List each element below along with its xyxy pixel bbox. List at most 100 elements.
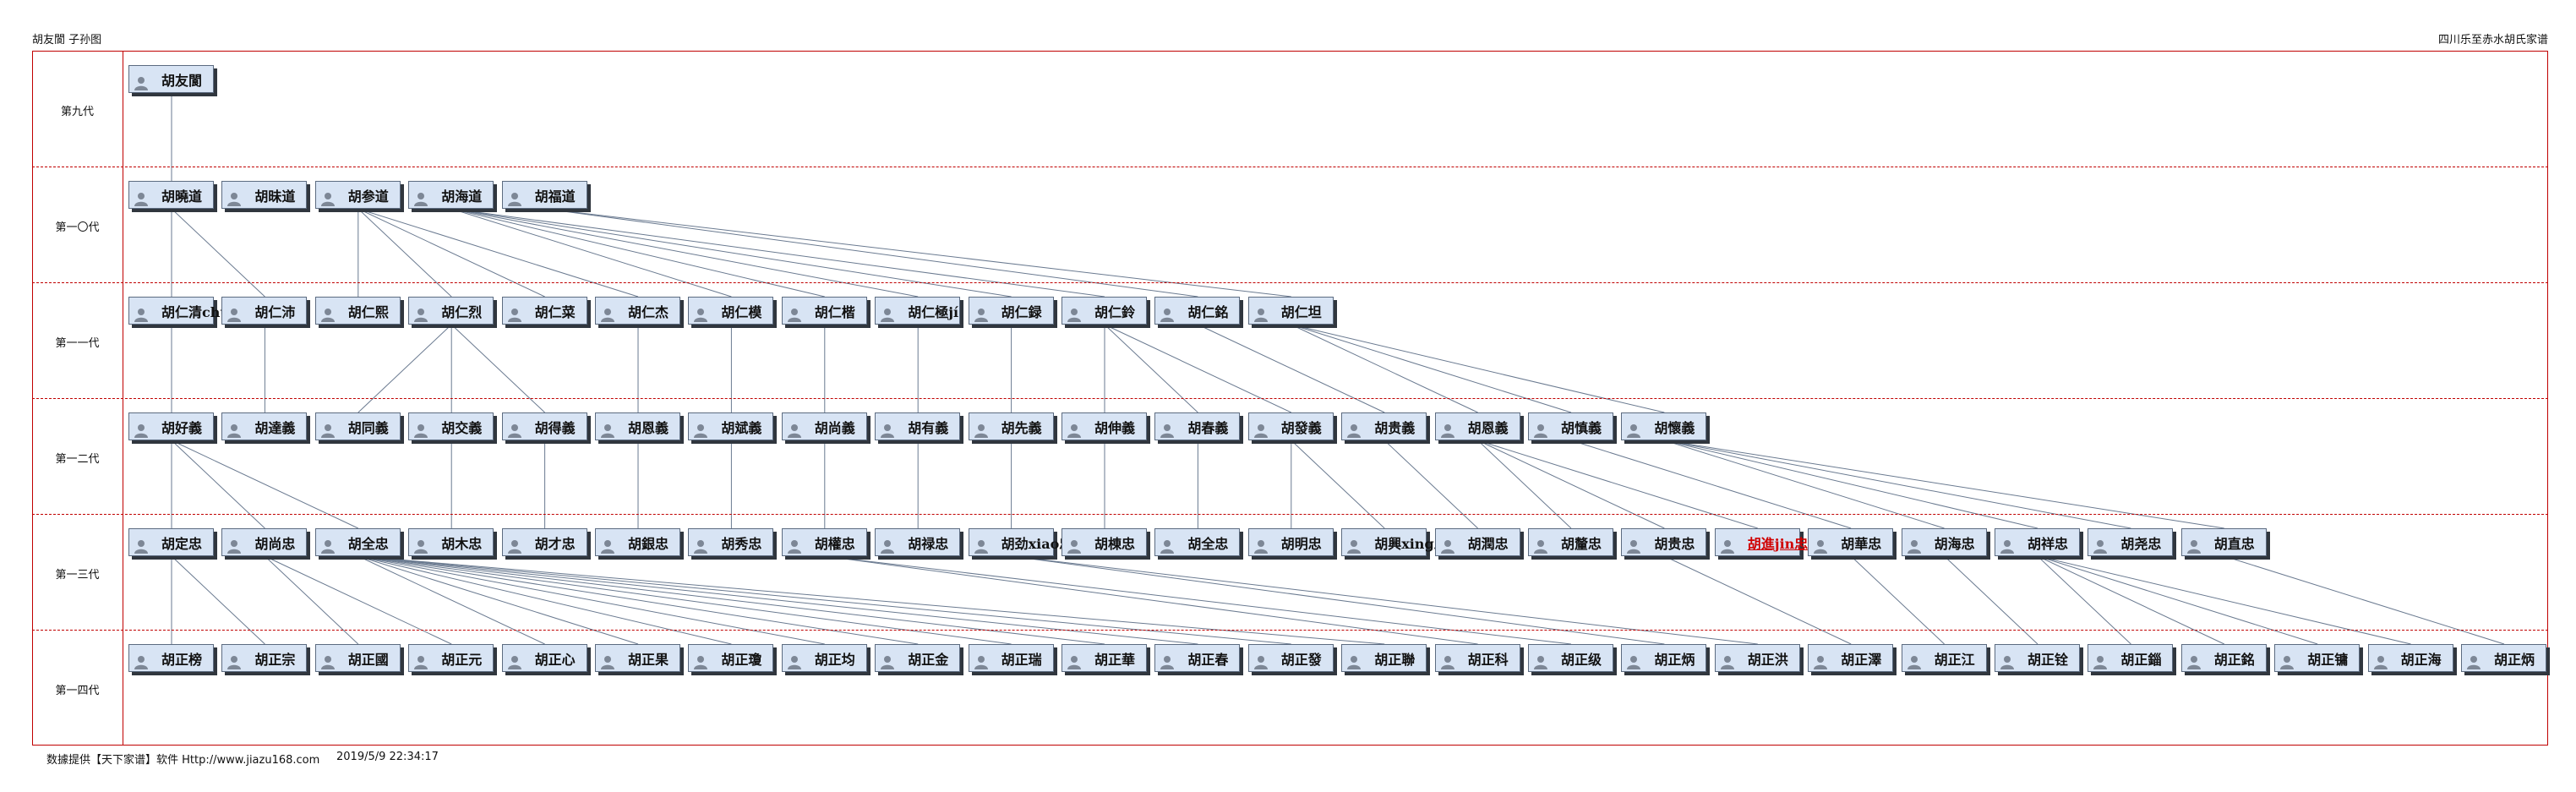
person-node[interactable]: 胡正级 <box>1528 644 1613 672</box>
person-node[interactable]: 胡仁模 <box>688 297 774 325</box>
person-node[interactable]: 胡海忠 <box>1901 528 1987 556</box>
person-node[interactable]: 胡才忠 <box>501 528 587 556</box>
person-node[interactable]: 胡正榜 <box>128 644 214 672</box>
person-node[interactable]: 胡好義 <box>128 412 214 440</box>
person-node[interactable]: 胡仁熙 <box>314 297 401 325</box>
person-node[interactable]: 胡恩義 <box>1434 412 1520 440</box>
person-name: 胡全忠 <box>347 536 389 552</box>
person-node[interactable]: 胡棟忠 <box>1062 528 1147 556</box>
person-node[interactable]: 胡進jin忠 <box>1714 528 1808 556</box>
person-node[interactable]: 胡正果 <box>595 644 680 672</box>
parent-child-link <box>357 555 545 645</box>
person-node[interactable]: 胡正铨 <box>1995 644 2080 672</box>
person-node[interactable]: 胡正春 <box>1154 644 1241 672</box>
person-node[interactable]: 胡昧道 <box>221 181 308 209</box>
person-node[interactable]: 胡正海 <box>2367 644 2453 672</box>
person-node[interactable]: 胡正均 <box>781 644 867 672</box>
person-node[interactable]: 胡秀忠 <box>688 528 774 556</box>
person-name: 胡釐忠 <box>1561 536 1602 552</box>
person-node[interactable]: 胡先義 <box>968 412 1054 440</box>
person-node[interactable]: 胡正心 <box>501 644 587 672</box>
person-node[interactable]: 胡慎義 <box>1528 412 1613 440</box>
person-node[interactable]: 胡正華 <box>1062 644 1147 672</box>
person-node[interactable]: 胡尚義 <box>781 412 867 440</box>
person-name: 胡禄忠 <box>908 536 949 552</box>
person-node[interactable]: 胡華忠 <box>1808 528 1894 556</box>
parent-child-link <box>357 555 1012 645</box>
person-node[interactable]: 胡正炳 <box>1621 644 1707 672</box>
person-node[interactable]: 胡贵忠 <box>1621 528 1707 556</box>
person-node[interactable]: 胡正炳 <box>2461 644 2546 672</box>
person-node[interactable]: 胡仁銘 <box>1154 297 1241 325</box>
person-node[interactable]: 胡有義 <box>875 412 961 440</box>
person-node[interactable]: 胡参道 <box>314 181 401 209</box>
person-name: 胡進jin忠 <box>1747 536 1809 552</box>
person-node[interactable]: 胡正澤 <box>1808 644 1894 672</box>
person-node[interactable]: 胡春義 <box>1154 412 1241 440</box>
parent-child-link <box>451 208 1012 298</box>
person-name: 胡正果 <box>628 652 669 668</box>
person-node[interactable]: 胡祥忠 <box>1995 528 2080 556</box>
person-node[interactable]: 胡劲xiao忠 <box>968 528 1072 556</box>
person-node[interactable]: 胡銀忠 <box>595 528 680 556</box>
person-node[interactable]: 胡正科 <box>1434 644 1520 672</box>
person-node[interactable]: 胡仁楷 <box>781 297 867 325</box>
person-node[interactable]: 胡海道 <box>408 181 494 209</box>
person-node[interactable]: 胡興xing忠 <box>1341 528 1448 556</box>
person-node[interactable]: 胡斌義 <box>688 412 774 440</box>
person-node[interactable]: 胡正镛 <box>2274 644 2360 672</box>
person-node[interactable]: 胡福道 <box>501 181 587 209</box>
person-node[interactable]: 胡仁清chün <box>128 297 240 325</box>
person-node[interactable]: 胡同義 <box>314 412 401 440</box>
person-node[interactable]: 胡正宗 <box>221 644 308 672</box>
person-node[interactable]: 胡正銘 <box>2180 644 2267 672</box>
person-node[interactable]: 胡仁鈴 <box>1062 297 1147 325</box>
person-node[interactable]: 胡發義 <box>1247 412 1334 440</box>
person-node[interactable]: 胡尧忠 <box>2088 528 2174 556</box>
person-node[interactable]: 胡伸義 <box>1062 412 1147 440</box>
person-node[interactable]: 胡正錙 <box>2088 644 2174 672</box>
person-node[interactable]: 胡正瑞 <box>968 644 1054 672</box>
person-avatar-icon <box>2186 538 2202 554</box>
person-node[interactable]: 胡仁菜 <box>501 297 587 325</box>
person-node[interactable]: 胡正瓊 <box>688 644 774 672</box>
person-node[interactable]: 胡正元 <box>408 644 494 672</box>
person-name: 胡正金 <box>908 652 949 668</box>
person-node[interactable]: 胡贵義 <box>1341 412 1427 440</box>
person-node[interactable]: 胡仁烈 <box>408 297 494 325</box>
person-node[interactable]: 胡正國 <box>314 644 401 672</box>
person-name: 胡仁録 <box>1001 304 1042 320</box>
person-node[interactable]: 胡釐忠 <box>1528 528 1613 556</box>
person-node[interactable]: 胡仁極jí <box>875 297 961 325</box>
person-node[interactable]: 胡定忠 <box>128 528 214 556</box>
parent-child-link <box>1104 324 1198 413</box>
person-node[interactable]: 胡曉道 <box>128 181 214 209</box>
person-avatar-icon <box>1813 654 1828 669</box>
person-node[interactable]: 胡交義 <box>408 412 494 440</box>
person-node[interactable]: 胡友閬 <box>128 65 214 93</box>
person-node[interactable]: 胡得義 <box>501 412 587 440</box>
person-node[interactable]: 胡全忠 <box>1154 528 1241 556</box>
person-node[interactable]: 胡懷義 <box>1621 412 1707 440</box>
person-node[interactable]: 胡正金 <box>875 644 961 672</box>
person-node[interactable]: 胡潤忠 <box>1434 528 1520 556</box>
person-node[interactable]: 胡木忠 <box>408 528 494 556</box>
person-node[interactable]: 胡禄忠 <box>875 528 961 556</box>
person-node[interactable]: 胡正聯 <box>1341 644 1427 672</box>
person-node[interactable]: 胡正洪 <box>1714 644 1800 672</box>
parent-child-link <box>1477 440 1665 529</box>
person-node[interactable]: 胡直忠 <box>2180 528 2267 556</box>
person-node[interactable]: 胡尚忠 <box>221 528 308 556</box>
person-node[interactable]: 胡權忠 <box>781 528 867 556</box>
person-node[interactable]: 胡正江 <box>1901 644 1987 672</box>
person-node[interactable]: 胡仁杰 <box>595 297 680 325</box>
person-node[interactable]: 胡達義 <box>221 412 308 440</box>
person-node[interactable]: 胡仁坦 <box>1247 297 1334 325</box>
person-name: 胡尚忠 <box>254 536 296 552</box>
person-node[interactable]: 胡明忠 <box>1247 528 1334 556</box>
person-node[interactable]: 胡仁録 <box>968 297 1054 325</box>
person-node[interactable]: 胡仁沛 <box>221 297 308 325</box>
person-node[interactable]: 胡恩義 <box>595 412 680 440</box>
person-node[interactable]: 胡正發 <box>1247 644 1334 672</box>
person-node[interactable]: 胡全忠 <box>314 528 401 556</box>
